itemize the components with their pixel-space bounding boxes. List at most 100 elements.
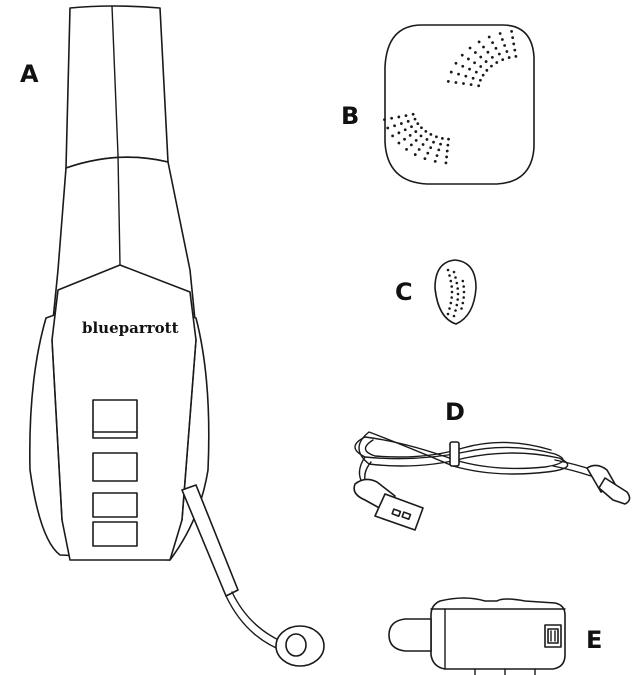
headset-button-4 [93, 522, 137, 546]
perforation-dot [383, 118, 386, 121]
perforation-dot [446, 144, 449, 147]
perforation-dot [482, 74, 485, 77]
perforation-dot [393, 124, 396, 127]
perforation-dot [513, 49, 516, 52]
perforation-dot [462, 302, 465, 305]
perforation-dot [418, 148, 421, 151]
perforation-dot [456, 282, 459, 285]
perforation-dot [495, 47, 498, 50]
perforation-dot [445, 161, 448, 164]
perforation-dot [391, 134, 394, 137]
perforation-dot [446, 150, 449, 153]
headset-button-2 [93, 453, 137, 481]
perforation-dot [501, 38, 504, 41]
perforation-dot [456, 287, 459, 290]
perforation-dot [437, 148, 440, 151]
perforation-dot [456, 298, 459, 301]
perforation-dot [414, 118, 417, 121]
perforation-dot [415, 139, 418, 142]
perforation-dot [390, 117, 393, 120]
perforation-dot [495, 61, 498, 64]
perforation-dot [462, 296, 465, 299]
perforation-dot [511, 36, 514, 39]
perforation-dot [420, 134, 423, 137]
perforation-dot [400, 122, 403, 125]
perforation-dot [479, 79, 482, 82]
perforation-dot [499, 32, 502, 35]
perforation-dot [409, 134, 412, 137]
perforation-dot [479, 56, 482, 59]
perforation-dot [404, 128, 407, 131]
perforation-dot [456, 304, 459, 307]
perforation-dot [447, 138, 450, 141]
perforation-dot [454, 276, 457, 279]
perforation-dot [498, 53, 501, 56]
perforation-dot [453, 315, 456, 318]
ear-cushion-icon [382, 22, 542, 192]
perforation-dot [386, 127, 389, 130]
perforation-dot [512, 42, 515, 45]
perforation-dot [505, 50, 508, 53]
perforation-dot [503, 44, 506, 47]
perforation-dot [462, 285, 465, 288]
perforation-dot [468, 68, 471, 71]
perforation-dot [501, 58, 504, 61]
perforation-dot [472, 77, 475, 80]
perforation-dot [453, 271, 456, 274]
perforation-dot [464, 75, 467, 78]
perforation-dot [441, 137, 444, 140]
perforation-dot [445, 156, 448, 159]
perforation-dot [448, 274, 451, 277]
perforation-dot [420, 126, 423, 129]
perforation-dot [457, 73, 460, 76]
perforation-dot [485, 69, 488, 72]
perforation-dot [414, 153, 417, 156]
perforation-dot [410, 143, 413, 146]
perforation-dot [451, 291, 454, 294]
perforation-dot [455, 62, 458, 65]
perforation-dot [475, 71, 478, 74]
perforation-dot [429, 133, 432, 136]
perforation-dot [447, 269, 450, 272]
perforation-dot [450, 302, 453, 305]
perforation-dot [432, 141, 435, 144]
perforation-dot [397, 131, 400, 134]
perforation-dot [450, 71, 453, 74]
perforation-dot [462, 280, 465, 283]
perforation-dot [463, 291, 466, 294]
perforation-dot [414, 130, 417, 133]
mic-windscreen-icon [430, 258, 480, 328]
perforation-dot [487, 51, 490, 54]
battery-pack-icon [385, 595, 575, 675]
usb-cable-icon [335, 412, 635, 532]
perforation-dot [457, 293, 460, 296]
perforation-dot [478, 40, 481, 43]
perforation-dot [450, 285, 453, 288]
headset-button-3 [93, 493, 137, 517]
perforation-dot [455, 81, 458, 84]
perforation-dot [491, 56, 494, 59]
perforation-dot [424, 130, 427, 133]
perforation-dot [426, 152, 429, 155]
perforation-dot [447, 80, 450, 83]
perforation-dot [514, 55, 517, 58]
perforation-dot [490, 65, 493, 68]
perforation-dot [482, 46, 485, 49]
perforation-dot [416, 122, 419, 125]
perforation-dot [405, 114, 408, 117]
perforation-dot [429, 146, 432, 149]
perforation-dot [488, 36, 491, 39]
perforation-dot [470, 83, 473, 86]
brand-logo: blueparrott [82, 319, 179, 337]
perforation-dot [398, 142, 401, 145]
perforation-dot [474, 51, 477, 54]
perforation-dot [462, 82, 465, 85]
perforation-dot [447, 313, 450, 316]
perforation-dot [410, 125, 413, 128]
perforation-dot [434, 160, 437, 163]
perforation-dot [510, 30, 513, 33]
perforation-dot [436, 154, 439, 157]
perforation-dot [491, 41, 494, 44]
perforation-dot [448, 307, 451, 310]
